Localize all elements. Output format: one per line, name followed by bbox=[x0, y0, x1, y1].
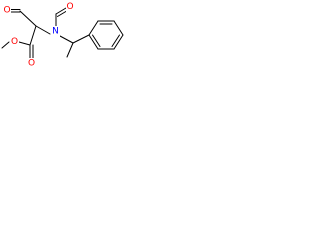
methoxy-bond bbox=[1, 41, 10, 49]
phenyl-bond-4 bbox=[113, 34, 124, 50]
aldehyde-oxygen-label: O bbox=[3, 6, 10, 16]
alpha-carbon-nitrogen-bond bbox=[35, 25, 51, 35]
atom-labels: O O N O O bbox=[3, 2, 74, 69]
phenyl-bond-1 bbox=[88, 20, 99, 36]
chemical-structure-diagram: O O N O O bbox=[1, 2, 124, 69]
label-background bbox=[27, 58, 36, 69]
ester-single-bond bbox=[18, 41, 31, 46]
phenyl-bond-6 bbox=[88, 34, 99, 50]
alpha-carbon-ester-bond bbox=[29, 25, 37, 46]
formyl-oxygen-label: O bbox=[66, 2, 73, 12]
aldehyde-ch-bond bbox=[19, 10, 37, 27]
ester-carbonyl-oxygen-label: O bbox=[28, 59, 35, 69]
bonds bbox=[1, 7, 124, 61]
formyl-carbonyl-bond-2 bbox=[57, 10, 68, 17]
phenyl-bond-3 bbox=[113, 20, 124, 36]
nitrogen-benzylic-bond bbox=[59, 35, 74, 44]
label-background bbox=[10, 36, 19, 47]
label-background bbox=[51, 26, 60, 37]
benzylic-phenyl-bond bbox=[72, 34, 90, 44]
phenyl-double-bond-3 bbox=[92, 34, 101, 47]
nitrogen-label: N bbox=[52, 27, 59, 37]
ester-oxygen-label: O bbox=[11, 37, 18, 47]
label-background bbox=[66, 2, 74, 13]
phenyl-double-bond-2 bbox=[111, 34, 120, 47]
label-background bbox=[3, 5, 11, 16]
benzylic-methyl-bond bbox=[66, 42, 74, 58]
formyl-carbonyl-bond-1 bbox=[55, 7, 67, 15]
